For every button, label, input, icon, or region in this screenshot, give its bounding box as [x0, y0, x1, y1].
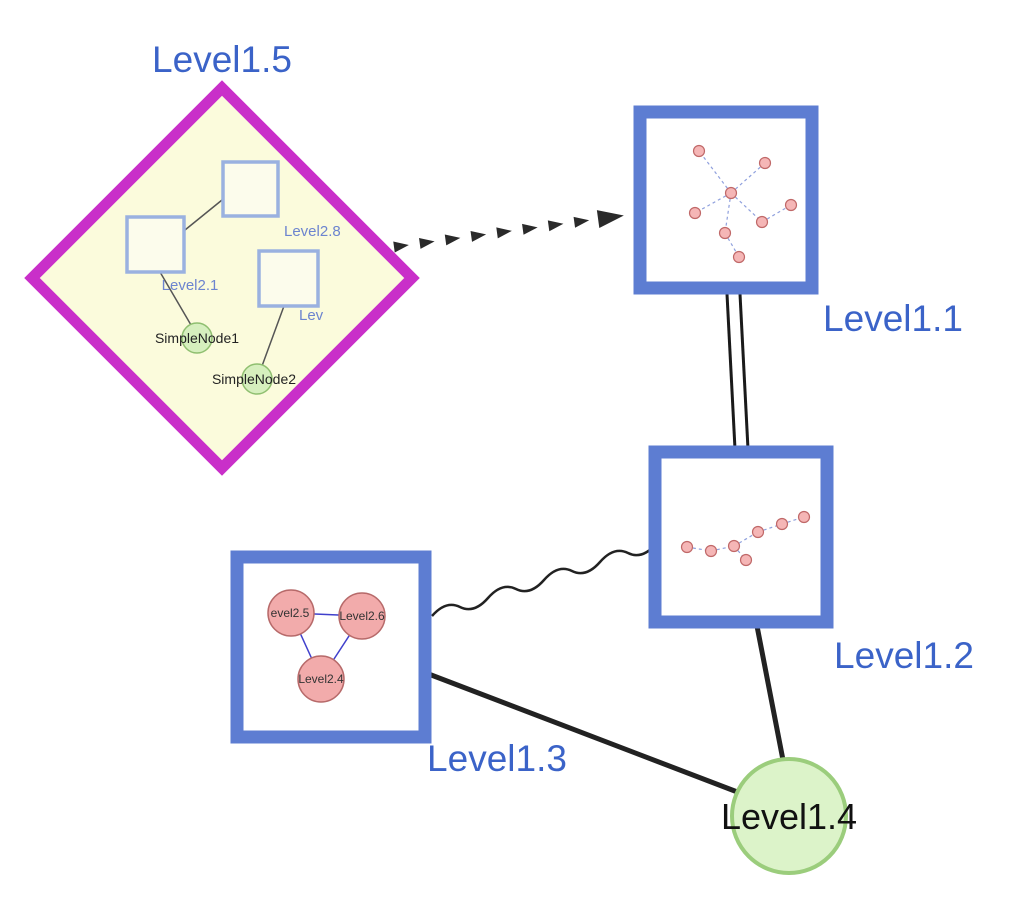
edge-lev-simplenode2[interactable] [261, 305, 285, 367]
node-label-level2_6: Level2.6 [339, 609, 385, 623]
mini-node[interactable] [704, 544, 718, 558]
mini-edge[interactable] [724, 192, 732, 234]
double-edge-line-1[interactable] [725, 293, 737, 450]
node-label-simplenode1: SimpleNode1 [155, 330, 239, 346]
node-label-level1_3: Level1.3 [427, 738, 567, 779]
edge-level1_2-level1_3[interactable] [431, 543, 657, 617]
node-level1_2-frame[interactable] [648, 445, 834, 629]
node-level1_3-frame[interactable] [230, 550, 432, 744]
mini-node[interactable] [718, 226, 732, 240]
double-edge-line-2[interactable] [738, 293, 750, 450]
edge-level2_1-level2_8[interactable] [184, 199, 223, 231]
subgraph-level1_1 [688, 144, 798, 264]
node-level2_4[interactable] [297, 655, 345, 703]
node-level1_1-frame[interactable] [633, 105, 819, 295]
mini-edge[interactable] [730, 192, 763, 223]
node-label-level1_5: Level1.5 [152, 39, 292, 80]
node-label-level2_4: Level2.4 [298, 672, 344, 686]
edge-level1_1-level1_2[interactable] [725, 293, 750, 450]
edge-level1_2-level1_4[interactable] [754, 623, 786, 763]
node-level2_8[interactable] [221, 160, 280, 218]
node-level1_4: Level1.4 [721, 757, 857, 875]
mini-node[interactable] [797, 510, 811, 524]
mini-edge[interactable] [757, 523, 783, 533]
edge-level1_3-level1_4[interactable] [423, 670, 743, 796]
node-level2_partial[interactable] [257, 249, 320, 308]
node-label-level2_partial: Lev [299, 307, 324, 324]
mini-node[interactable] [724, 186, 738, 200]
mini-node[interactable] [775, 517, 789, 531]
node-level1_3: evel2.5 Level2.6 Level2.4 Level1.3 [230, 550, 567, 779]
node-level2_1[interactable] [125, 215, 186, 274]
subgraph-level1_2 [680, 510, 811, 567]
node-simplenode1[interactable] [181, 322, 213, 354]
edge-level2_1-simplenode1[interactable] [159, 271, 192, 326]
mini-node[interactable] [784, 198, 798, 212]
mini-edge[interactable] [724, 232, 740, 258]
mini-node[interactable] [732, 250, 746, 264]
dashed-arrow-edge[interactable] [393, 207, 625, 256]
node-level1_5: Level2.8 Level2.1 Lev SimpleNode1 Simple… [24, 39, 420, 476]
edge-level1_5-level1_1[interactable] [393, 207, 625, 256]
node-level1_4-shape[interactable] [730, 757, 848, 875]
node-simplenode2[interactable] [241, 363, 273, 395]
node-label-level2_1: Level2.1 [162, 277, 219, 294]
mini-node[interactable] [680, 540, 694, 554]
mini-node[interactable] [739, 553, 753, 567]
mini-node[interactable] [727, 539, 741, 553]
node-label-level2_8: Level2.8 [284, 223, 341, 240]
node-level2_5[interactable] [267, 589, 315, 637]
node-level1_1: Level1.1 [633, 105, 963, 339]
node-label-simplenode2: SimpleNode2 [212, 371, 296, 387]
mini-edge[interactable] [694, 192, 732, 214]
subgraph-level1_3: evel2.5 Level2.6 Level2.4 [267, 589, 386, 703]
mini-node[interactable] [751, 525, 765, 539]
mini-node[interactable] [688, 206, 702, 220]
diamond-shape[interactable] [24, 80, 420, 476]
node-label-level1_1: Level1.1 [823, 298, 963, 339]
mini-node[interactable] [758, 156, 772, 170]
node-label-level1_2: Level1.2 [834, 635, 974, 676]
node-label-level2_5: evel2.5 [271, 606, 310, 620]
mini-edge[interactable] [730, 162, 766, 194]
mini-node[interactable] [692, 144, 706, 158]
mini-edge[interactable] [733, 531, 759, 547]
node-level1_2: Level1.2 [648, 445, 974, 676]
mini-edge[interactable] [698, 150, 732, 194]
node-level2_6[interactable] [338, 592, 386, 640]
mini-node[interactable] [755, 215, 769, 229]
node-label-level1_4: Level1.4 [721, 796, 857, 837]
